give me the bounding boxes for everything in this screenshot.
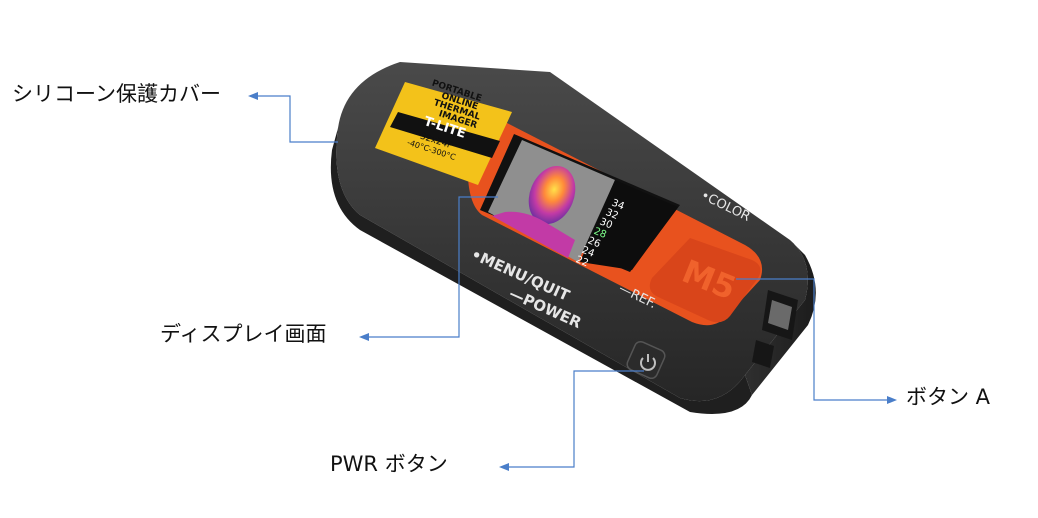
leader-line-silicone [255,95,338,143]
scale-value: 26 [586,235,602,250]
callout-button-a: ボタン A [906,385,991,409]
leader-line-display [366,196,498,338]
callout-display-screen: ディスプレイ画面 [160,322,327,346]
scale-value: 30 [598,216,614,231]
product-sticker: PORTABLE ONLINE THERMAL IMAGER T-LITE 32… [375,79,512,185]
usb-port [752,290,798,368]
callout-silicone-cover: シリコーン保護カバー [12,82,221,106]
scale-value: 24 [580,245,596,260]
pwr-button[interactable] [625,340,666,380]
button-a-face [649,238,761,323]
temperature-scale: 34 32 30 28 26 24 22 [574,198,626,270]
leader-line-button-a [736,278,890,401]
callout-pwr-button: PWR ボタン [330,452,448,476]
scale-panel [580,180,678,270]
button-a[interactable]: M5 [649,238,761,323]
leader-lines [248,92,897,471]
scale-value: 32 [604,207,620,222]
pwr-button-body [626,340,666,380]
scale-value: 28 [592,226,608,241]
scale-value: 22 [574,254,590,269]
power-icon [640,354,656,371]
scale-value: 34 [610,198,626,213]
thermal-shoulders-shape [492,211,575,258]
thermal-head-shape [528,165,576,225]
sticker-model-band [390,112,500,158]
leader-line-pwr [506,370,644,468]
display-screen: 34 32 30 28 26 24 22 [480,134,680,272]
